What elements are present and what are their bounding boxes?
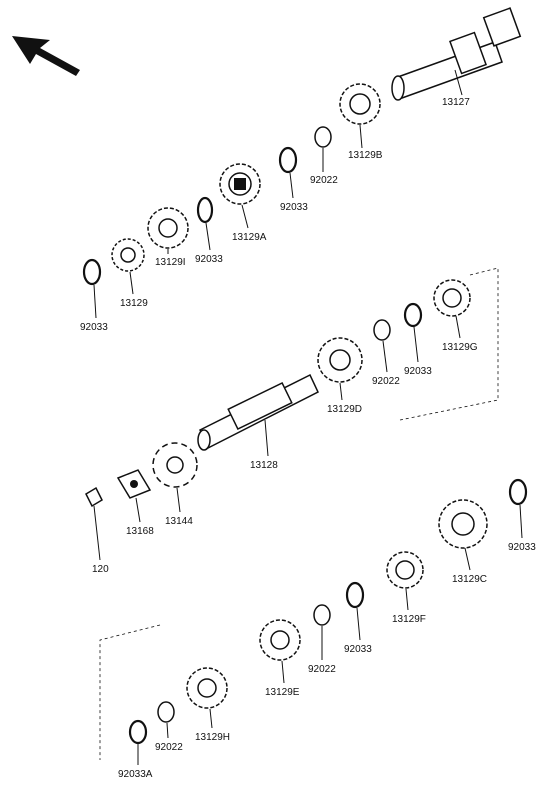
gear-13129H bbox=[186, 667, 228, 729]
label-13129H: 13129H bbox=[195, 732, 230, 743]
gear-13129 bbox=[111, 238, 145, 295]
circlip-92033-f bbox=[345, 581, 365, 641]
label-13127: 13127 bbox=[442, 97, 470, 108]
label-92022-low: 92022 bbox=[308, 664, 336, 675]
label-92033-f: 92033 bbox=[344, 644, 372, 655]
gear-13129E bbox=[259, 619, 301, 684]
circlip-92033-d bbox=[403, 302, 423, 363]
label-13129F: 13129F bbox=[392, 614, 426, 625]
label-13144: 13144 bbox=[165, 516, 193, 527]
label-92033A: 92033A bbox=[118, 769, 153, 780]
upper-axis-line bbox=[399, 267, 499, 421]
circlip-92033-c bbox=[82, 258, 102, 319]
circlip-92033-a bbox=[278, 146, 298, 199]
label-13129C: 13129C bbox=[452, 574, 487, 585]
label-13129: 13129 bbox=[120, 298, 148, 309]
circlip-92033A bbox=[128, 719, 148, 765]
label-13129G: 13129G bbox=[442, 342, 478, 353]
label-92033-b: 92033 bbox=[195, 254, 223, 265]
gear-13129A bbox=[219, 163, 261, 229]
gear-13129F bbox=[386, 551, 424, 611]
label-13129B: 13129B bbox=[348, 150, 383, 161]
sprocket-13144 bbox=[152, 442, 198, 513]
retainer-13168 bbox=[116, 469, 152, 523]
washer-92022-bottom bbox=[157, 701, 175, 739]
label-92033-e: 92033 bbox=[508, 542, 536, 553]
gear-13129G bbox=[433, 279, 471, 339]
output-shaft-13127 bbox=[391, 7, 522, 101]
label-13129I: 13129I bbox=[155, 257, 186, 268]
gear-13129C bbox=[438, 499, 488, 571]
circlip-92033-e bbox=[508, 478, 528, 539]
gear-13129D bbox=[317, 337, 363, 401]
input-shaft-13128 bbox=[197, 373, 319, 457]
washer-92022-top bbox=[314, 126, 332, 172]
label-92033-d: 92033 bbox=[404, 366, 432, 377]
gear-13129I bbox=[147, 207, 189, 254]
circlip-92033-b bbox=[196, 196, 214, 251]
label-92033-c: 92033 bbox=[80, 322, 108, 333]
label-120: 120 bbox=[92, 564, 109, 575]
washer-92022-mid bbox=[373, 319, 391, 373]
bolt-120 bbox=[85, 486, 103, 561]
label-92022-mid: 92022 bbox=[372, 376, 400, 387]
washer-92022-low bbox=[313, 604, 331, 660]
lower-axis-line bbox=[99, 624, 161, 760]
label-13129E: 13129E bbox=[265, 687, 300, 698]
label-92022-bottom: 92022 bbox=[155, 742, 183, 753]
gear-13129B bbox=[339, 83, 381, 149]
label-92033-a: 92033 bbox=[280, 202, 308, 213]
label-13129D: 13129D bbox=[327, 404, 362, 415]
label-13128: 13128 bbox=[250, 460, 278, 471]
front-arrow-icon bbox=[12, 36, 80, 76]
label-13129A: 13129A bbox=[232, 232, 267, 243]
label-13168: 13168 bbox=[126, 526, 154, 537]
label-92022-top: 92022 bbox=[310, 175, 338, 186]
